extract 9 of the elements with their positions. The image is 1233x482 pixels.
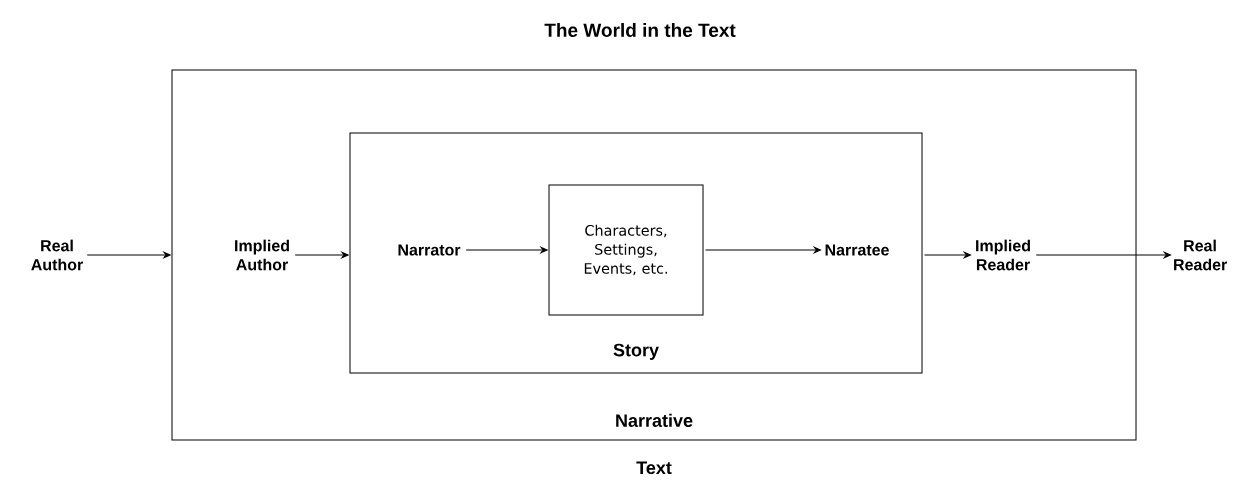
role-label: Real Author bbox=[31, 239, 83, 271]
role-label: Real Reader bbox=[1174, 239, 1227, 271]
role-label: Implied Author bbox=[235, 239, 289, 271]
content-box: Characters, Settings, Events, etc. bbox=[548, 184, 704, 316]
box-caption: Text bbox=[636, 461, 672, 475]
role-label: Narratee bbox=[825, 244, 889, 256]
diagram-title: The World in the Text bbox=[544, 23, 736, 37]
role-label: Implied Reader bbox=[976, 239, 1030, 271]
role-label: Narrator bbox=[398, 244, 461, 256]
